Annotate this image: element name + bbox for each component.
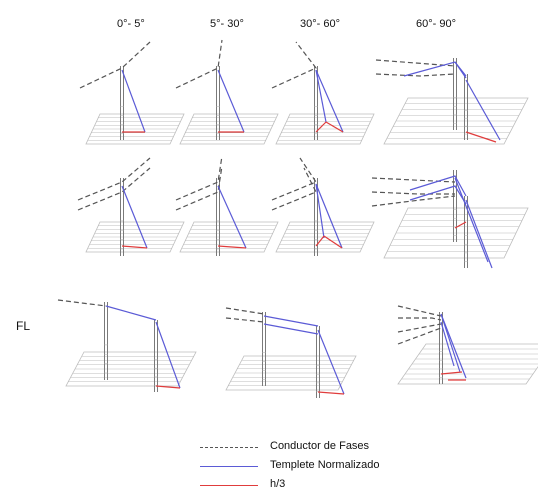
guy-wire xyxy=(440,313,461,373)
guy-wire xyxy=(155,321,181,389)
conductor-line xyxy=(57,299,107,307)
conductor-line xyxy=(397,305,442,317)
guy-wire xyxy=(315,69,327,123)
conductor-line xyxy=(397,323,442,333)
ground-grid xyxy=(275,113,375,145)
guy-wire xyxy=(217,69,245,133)
legend-label: h/3 xyxy=(270,478,286,490)
column-header-0-5: 0°- 5° xyxy=(117,18,145,30)
guy-wire xyxy=(121,69,146,133)
legend-swatch-red xyxy=(200,485,258,486)
pole-diagram xyxy=(57,39,538,398)
ground-grid xyxy=(383,207,529,259)
guy-wire xyxy=(317,329,345,395)
legend-swatch-dashed xyxy=(200,447,258,448)
conductor-line xyxy=(271,41,317,89)
ground-grid xyxy=(85,113,185,145)
legend-label: Templete Normalizado xyxy=(270,459,380,471)
h3-marker xyxy=(465,131,497,143)
h3-marker xyxy=(440,371,463,375)
conductor-line xyxy=(371,191,455,195)
conductor-line xyxy=(375,73,456,77)
ground-grid xyxy=(225,355,357,391)
legend-label: Conductor de Fases xyxy=(270,440,370,452)
guy-wire xyxy=(263,323,319,335)
conductor-line xyxy=(371,195,456,207)
conductor-line xyxy=(271,167,317,211)
conductor-line xyxy=(175,39,223,89)
column-header-30-60: 30°- 60° xyxy=(300,18,340,30)
conductor-line xyxy=(225,307,265,315)
ground-grid xyxy=(179,221,279,253)
conductor-line xyxy=(79,41,151,89)
guy-wire xyxy=(454,177,489,263)
ground-grid xyxy=(383,97,529,145)
row-label-fl: FL xyxy=(16,319,31,333)
h3-marker xyxy=(323,235,343,249)
guy-wire xyxy=(121,185,148,249)
guy-wire xyxy=(263,315,319,327)
conductor-line xyxy=(371,177,456,183)
conductor-line xyxy=(175,165,223,211)
column-header-60-90: 60°- 90° xyxy=(416,18,456,30)
ground-grid xyxy=(397,343,538,385)
h3-marker xyxy=(315,121,327,133)
conductor-line xyxy=(397,327,442,345)
guy-wire xyxy=(409,175,467,197)
h3-marker xyxy=(155,385,181,389)
conductor-line xyxy=(77,157,151,201)
guy-wire xyxy=(315,183,343,249)
guy-wire xyxy=(465,199,493,269)
conductor-line xyxy=(271,157,317,201)
guy-wire xyxy=(440,313,467,379)
h3-marker xyxy=(325,121,344,133)
ground-grid xyxy=(275,221,375,253)
conductor-line xyxy=(398,317,442,321)
conductor-line xyxy=(225,317,265,323)
ground-grid xyxy=(85,221,185,253)
guy-wire xyxy=(217,185,247,249)
guy-wire xyxy=(454,61,467,79)
guy-wire xyxy=(315,183,325,239)
ground-grid xyxy=(179,113,279,145)
h3-marker xyxy=(217,245,247,249)
column-header-5-30: 5°- 30° xyxy=(210,18,244,30)
legend-swatch-blue xyxy=(200,466,258,467)
guy-wire xyxy=(105,305,157,321)
h3-marker xyxy=(315,235,325,247)
h3-marker xyxy=(454,221,467,229)
conductor-line xyxy=(77,167,151,211)
ground-grid xyxy=(65,351,197,387)
guy-wire xyxy=(315,69,344,133)
guy-wire xyxy=(409,185,467,205)
h3-marker xyxy=(317,391,345,395)
guy-wire xyxy=(465,79,501,141)
h3-marker xyxy=(121,245,148,249)
guy-wire xyxy=(440,321,455,367)
